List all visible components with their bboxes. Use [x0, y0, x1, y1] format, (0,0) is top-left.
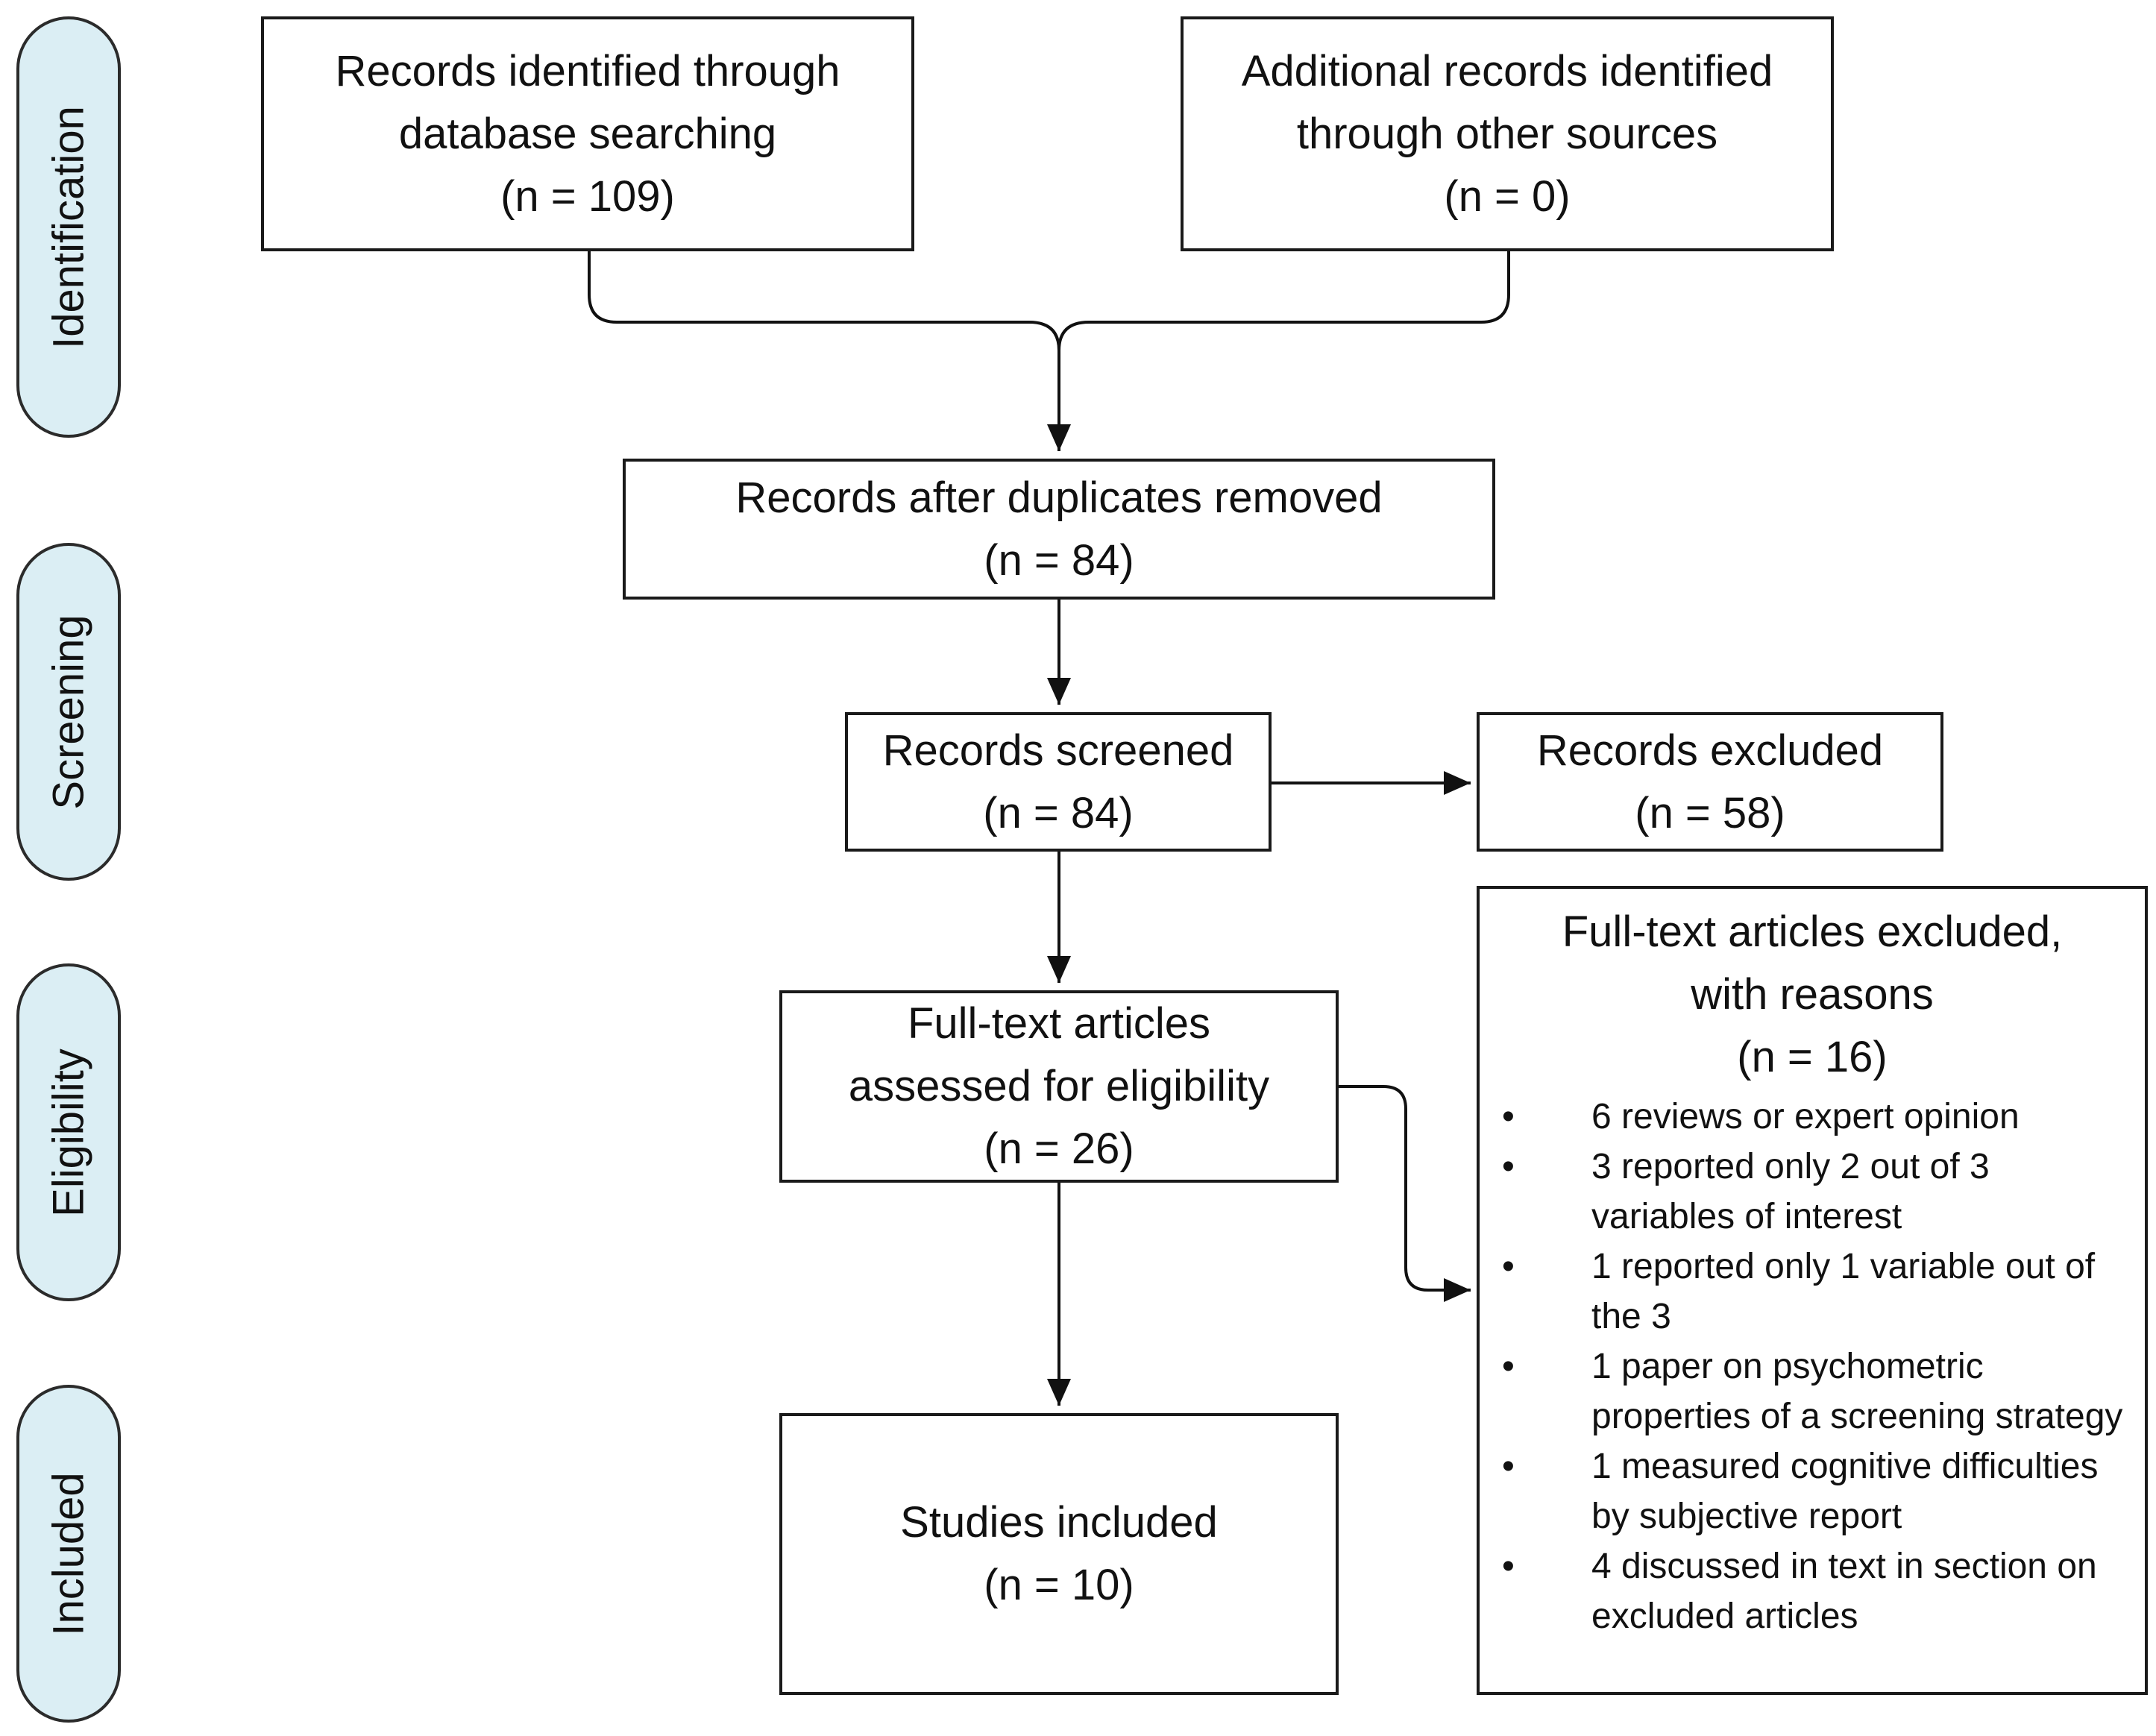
box-records-screened: Records screened (n = 84) — [845, 712, 1272, 852]
phase-eligibility: Eligibility — [16, 963, 121, 1301]
box-fulltext-excluded-line2: with reasons — [1691, 970, 1934, 1019]
box-included-count: (n = 10) — [984, 1561, 1134, 1609]
exclusion-reason-text: 3 reported only 2 out of 3 variables of … — [1591, 1147, 1990, 1236]
exclusion-reason: • 1 paper on psychometric properties of a… — [1480, 1342, 2145, 1441]
box-fulltext-excluded-line1: Full-text articles excluded, — [1562, 908, 2063, 956]
exclusion-reasons-list: • 6 reviews or expert opinion • 3 reported… — [1480, 1092, 2145, 1641]
exclusion-reason-text: 1 reported only 1 variable out of the 3 — [1591, 1247, 2096, 1336]
box-fulltext-excluded: Full-text articles excluded, with reason… — [1477, 886, 2148, 1695]
exclusion-reason: • 1 measured cognitive difficulties by su… — [1480, 1441, 2145, 1541]
phase-screening-label: Screening — [44, 614, 93, 810]
exclusion-reason: • 6 reviews or expert opinion — [1480, 1092, 2145, 1142]
phase-identification: Identification — [16, 16, 121, 438]
exclusion-reason: • 4 discussed in text in section on exclu… — [1480, 1541, 2145, 1641]
box-database-records: Records identified through database sear… — [261, 16, 914, 251]
bullet-icon: • — [1502, 1147, 1515, 1186]
merge-connector — [588, 251, 1510, 351]
box-after-duplicates: Records after duplicates removed (n = 84… — [623, 459, 1495, 600]
box-fulltext-excluded-count: (n = 16) — [1737, 1033, 1888, 1081]
arrow-to-fulltext-excluded — [1339, 1085, 1471, 1302]
box-excluded-count: (n = 58) — [1635, 788, 1785, 837]
box-other-sources-count: (n = 0) — [1444, 172, 1571, 221]
box-fulltext-line2: assessed for eligibility — [848, 1062, 1270, 1110]
bullet-icon: • — [1502, 1247, 1515, 1286]
exclusion-reason: • 3 reported only 2 out of 3 variables of… — [1480, 1142, 2145, 1242]
exclusion-reason: • 1 reported only 1 variable out of the 3 — [1480, 1242, 2145, 1342]
phase-included: Included — [16, 1385, 121, 1723]
exclusion-reason-text: 4 discussed in text in section on exclud… — [1591, 1547, 2097, 1636]
box-fulltext-line1: Full-text articles — [907, 999, 1211, 1048]
box-included-line1: Studies included — [900, 1498, 1218, 1547]
box-database-line2: database searching — [398, 109, 777, 158]
box-screened-line1: Records screened — [882, 726, 1234, 775]
box-fulltext-assessed: Full-text articles assessed for eligibil… — [779, 990, 1339, 1183]
box-records-excluded: Records excluded (n = 58) — [1477, 712, 1943, 852]
box-other-sources-line1: Additional records identified — [1241, 46, 1773, 95]
box-after-duplicates-line1: Records after duplicates removed — [735, 473, 1383, 522]
exclusion-reason-text: 1 paper on psychometric properties of a … — [1591, 1347, 2123, 1436]
exclusion-reason-text: 6 reviews or expert opinion — [1591, 1097, 2020, 1136]
phase-identification-label: Identification — [44, 105, 93, 349]
box-excluded-line1: Records excluded — [1536, 726, 1884, 775]
bullet-icon: • — [1502, 1097, 1515, 1136]
phase-screening: Screening — [16, 543, 121, 881]
phase-eligibility-label: Eligibility — [44, 1048, 93, 1217]
box-database-count: (n = 109) — [500, 172, 675, 221]
bullet-icon: • — [1502, 1447, 1515, 1486]
box-after-duplicates-count: (n = 84) — [984, 535, 1134, 585]
bullet-icon: • — [1502, 1547, 1515, 1586]
box-studies-included: Studies included (n = 10) — [779, 1413, 1339, 1695]
box-other-sources-line2: through other sources — [1296, 109, 1718, 158]
box-screened-count: (n = 84) — [983, 788, 1134, 837]
box-other-sources: Additional records identified through ot… — [1181, 16, 1834, 251]
bullet-icon: • — [1502, 1347, 1515, 1386]
exclusion-reason-text: 1 measured cognitive difficulties by sub… — [1591, 1447, 2099, 1536]
phase-included-label: Included — [44, 1471, 93, 1636]
box-database-line1: Records identified through — [335, 46, 840, 95]
box-fulltext-count: (n = 26) — [984, 1125, 1134, 1173]
